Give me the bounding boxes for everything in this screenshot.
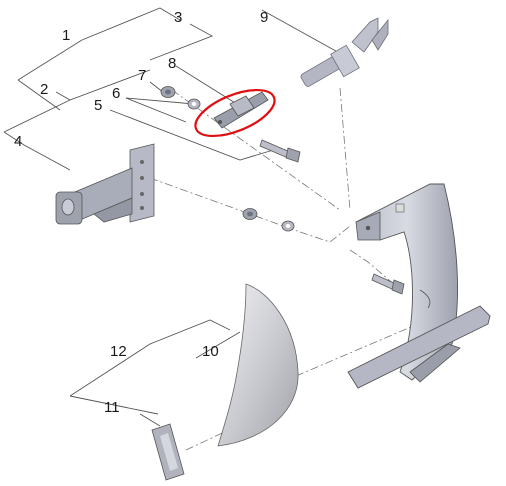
part-10-share	[217, 283, 299, 447]
callout-10: 10	[202, 343, 219, 360]
leader-4	[3, 131, 71, 171]
callout-7: 7	[138, 67, 146, 84]
part-3-tine-frame	[347, 183, 491, 389]
part-9-clevis-pin	[300, 17, 389, 87]
leader-12	[69, 319, 231, 397]
mid-nut	[242, 208, 258, 220]
callout-11: 11	[104, 399, 120, 416]
callout-2: 2	[40, 81, 48, 98]
highlight-ring	[194, 88, 276, 138]
leader-10	[195, 331, 241, 359]
leader-11	[139, 413, 161, 427]
part-5-bolt	[259, 139, 301, 163]
callout-9: 9	[260, 9, 268, 26]
lower-bolt	[371, 273, 405, 295]
part-6-washer	[187, 98, 201, 110]
callout-1: 1	[62, 27, 70, 44]
callout-6: 6	[112, 85, 120, 102]
leader-5	[109, 109, 281, 161]
mid-washer	[281, 220, 295, 232]
part-4-mount-bracket	[55, 143, 155, 225]
callout-12: 12	[110, 343, 127, 360]
leader-3	[149, 23, 214, 61]
part-8-bracket	[213, 91, 269, 129]
leader-1	[17, 7, 181, 81]
leader-lines	[3, 7, 353, 427]
callout-4: 4	[14, 133, 22, 150]
part-11-wear-plate	[151, 423, 185, 481]
leader-8	[175, 65, 241, 107]
leader-1-branch	[17, 79, 61, 111]
leader-6-b	[125, 97, 187, 123]
part-7-nut	[160, 86, 176, 98]
leader-12-b	[69, 395, 159, 415]
leader-2	[55, 69, 151, 101]
callout-3: 3	[174, 9, 182, 26]
callout-labels: 1 3 9 2 7 8 6 5 4 12 10 11	[14, 9, 268, 416]
callout-8: 8	[168, 55, 176, 72]
leader-2-b	[3, 99, 71, 133]
assembly-axes	[149, 87, 433, 451]
leader-6	[125, 97, 195, 105]
callout-5: 5	[94, 97, 102, 114]
